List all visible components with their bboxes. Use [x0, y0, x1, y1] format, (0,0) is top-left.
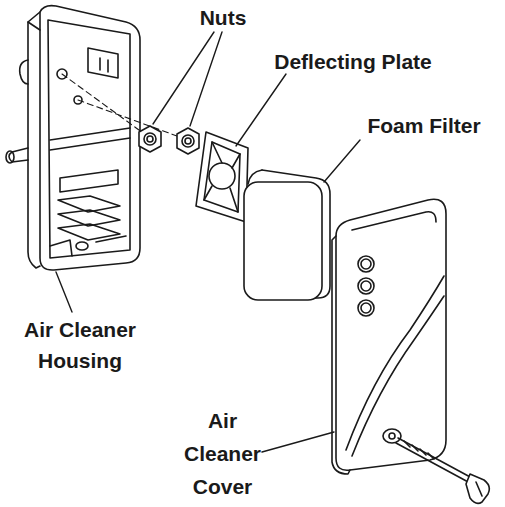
air-cleaner-cover	[332, 199, 446, 474]
part-label: Air Cleaner Housing	[0, 314, 160, 376]
deflecting-plate	[196, 132, 248, 222]
cover-screw	[396, 438, 489, 503]
air-cleaner-housing	[6, 6, 188, 270]
part-label: Nuts	[186, 6, 260, 30]
leader-lines	[56, 32, 360, 452]
part-label: Air Cleaner Cover	[175, 404, 270, 503]
part-label: Deflecting Plate	[253, 50, 453, 74]
foam-filter	[244, 170, 330, 300]
part-label: Foam Filter	[345, 114, 503, 138]
nuts	[139, 126, 199, 154]
